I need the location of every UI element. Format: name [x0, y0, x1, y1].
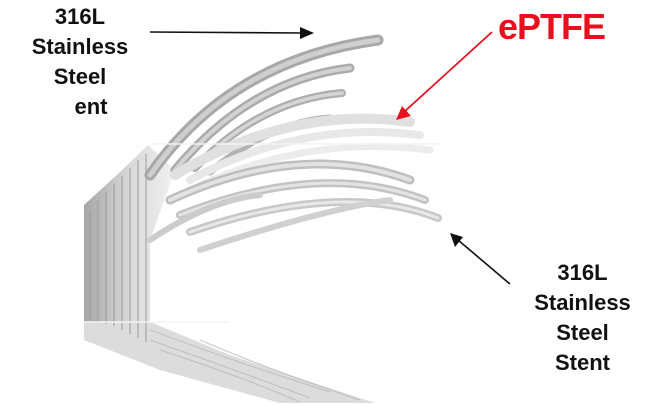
arrow-eptfe [396, 32, 492, 120]
arrow-bottom-right [450, 233, 510, 284]
label-stainless-steel-stent-bottom: 316L Stainless Steel Stent [510, 258, 655, 378]
label-line: Stainless [510, 288, 655, 318]
label-line: Stainless [0, 32, 160, 62]
label-stainless-steel-stent-top: 316L Stainless Steel ent [0, 2, 160, 122]
arrow-top-left [150, 27, 314, 39]
label-eptfe: ePTFE [498, 6, 605, 48]
label-line: Stent [510, 348, 655, 378]
label-line: 316L [0, 2, 160, 32]
label-line: ent [0, 92, 160, 122]
label-line: Steel [510, 318, 655, 348]
label-line: Steel [0, 62, 160, 92]
stent-struts-outer [150, 40, 378, 175]
label-line: 316L [510, 258, 655, 288]
